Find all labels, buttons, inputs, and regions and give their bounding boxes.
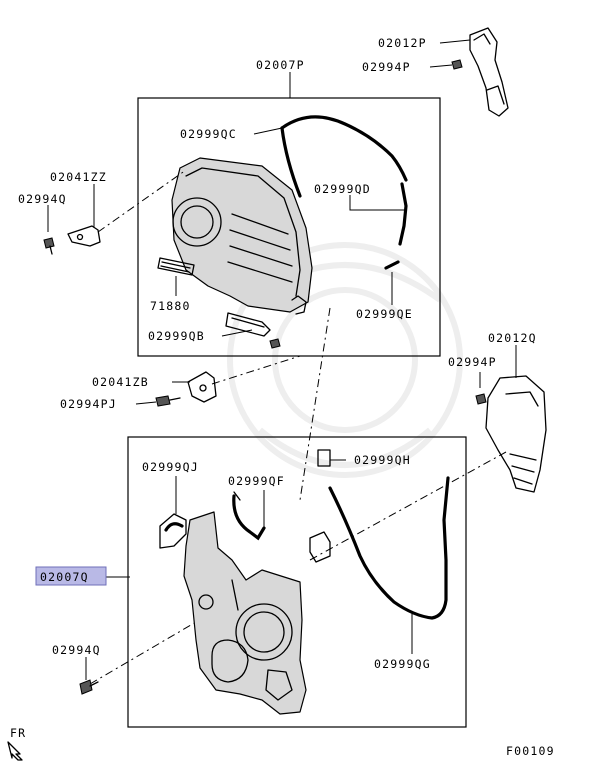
label-71880[interactable]: 71880 <box>150 299 191 313</box>
seal-02999qe[interactable] <box>384 260 400 270</box>
bolt-02994q-bottom[interactable] <box>79 679 99 695</box>
label-02994pj[interactable]: 02994PJ <box>60 397 117 411</box>
bolt-02994q-top[interactable] <box>43 237 55 255</box>
label-02999qj[interactable]: 02999QJ <box>142 460 199 474</box>
fr-arrow-icon <box>7 741 23 761</box>
label-02999qe[interactable]: 02999QE <box>356 307 413 321</box>
label-02999qb[interactable]: 02999QB <box>148 329 205 343</box>
bolt-02994p-top[interactable] <box>451 59 463 70</box>
bolt-02994p-right[interactable] <box>475 393 487 405</box>
label-02999qh[interactable]: 02999QH <box>354 453 411 467</box>
label-02994p-right[interactable]: 02994P <box>448 355 497 369</box>
bracket-02012q[interactable] <box>485 375 547 493</box>
lower-timing-cover-02007q[interactable] <box>183 511 307 715</box>
label-02012q[interactable]: 02012Q <box>488 331 537 345</box>
label-02999qc[interactable]: 02999QC <box>180 127 237 141</box>
label-02994q-top[interactable]: 02994Q <box>18 192 67 206</box>
lower-cover-group-box <box>127 436 467 728</box>
gasket-02999qd[interactable] <box>398 182 408 246</box>
gasket-02999qc[interactable] <box>280 115 408 198</box>
seal-02999qh[interactable] <box>317 449 331 467</box>
watermark-emblem <box>227 242 463 478</box>
label-02007p[interactable]: 02007P <box>256 58 305 72</box>
figure-code: F00109 <box>506 744 555 758</box>
label-02041zz[interactable]: 02041ZZ <box>50 170 107 184</box>
label-plate-71880[interactable] <box>157 257 195 276</box>
front-direction-indicator: FR <box>7 726 26 761</box>
label-02994q-bottom[interactable]: 02994Q <box>52 643 101 657</box>
bolt-small-upper[interactable] <box>269 338 281 349</box>
fr-label: FR <box>10 726 26 740</box>
upper-timing-cover-02007p[interactable] <box>171 157 313 315</box>
bracket-02041zz[interactable] <box>67 225 101 247</box>
bracket-02041zb[interactable] <box>187 371 217 403</box>
highlight-02007q <box>35 566 107 586</box>
seal-02999qj[interactable] <box>159 513 187 549</box>
label-02007q[interactable]: 02007Q <box>40 570 89 584</box>
upper-cover-group-box <box>137 97 441 357</box>
label-02999qd[interactable]: 02999QD <box>314 182 371 196</box>
gasket-02999qg[interactable] <box>328 476 450 620</box>
label-02994p-top[interactable]: 02994P <box>362 60 411 74</box>
gasket-piece-center[interactable] <box>309 531 331 563</box>
label-02012p[interactable]: 02012P <box>378 36 427 50</box>
label-02999qg[interactable]: 02999QG <box>374 657 431 671</box>
gasket-02999qb[interactable] <box>225 312 271 337</box>
bolt-02994pj[interactable] <box>155 395 181 407</box>
gasket-02999qf[interactable] <box>232 491 266 541</box>
label-02999qf[interactable]: 02999QF <box>228 474 285 488</box>
label-02041zb[interactable]: 02041ZB <box>92 375 149 389</box>
bracket-02012p[interactable] <box>469 27 509 117</box>
